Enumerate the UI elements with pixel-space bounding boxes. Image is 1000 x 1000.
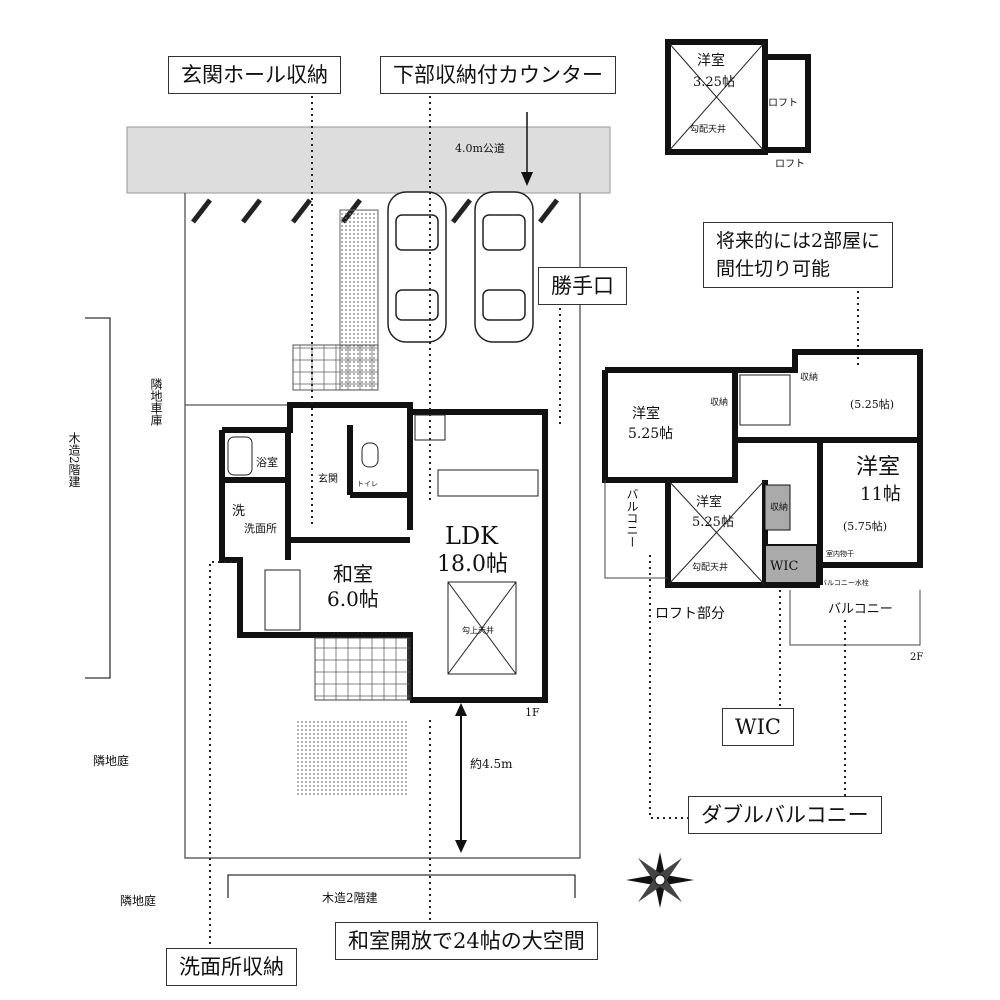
- room-main-size: 11帖: [860, 484, 901, 505]
- storage-label-2: 収納: [800, 371, 818, 383]
- floor1-label: 1F: [525, 706, 540, 719]
- terrace-deck: [314, 637, 411, 701]
- neighbor-garage-label: 隣地車庫: [149, 378, 163, 426]
- bath-label: 浴室: [256, 455, 278, 469]
- ldk-label: LDK: [445, 522, 499, 550]
- callout-double-balcony: ダブルバルコニー: [688, 796, 882, 834]
- car-2: [474, 191, 534, 343]
- callout-wic: WIC: [722, 708, 794, 746]
- washitsu-label: 和室: [333, 562, 373, 586]
- callout-entrance-storage: 玄関ホール収納: [168, 56, 341, 94]
- slope-ceiling-2f: 勾配天井: [692, 561, 728, 573]
- distance-label: 約4.5m: [470, 756, 513, 771]
- wic-label-2f: WIC: [770, 559, 798, 574]
- balcony-faucet-label: バルコニー水栓: [820, 578, 869, 587]
- raised-ceiling: [447, 581, 517, 675]
- genkan-label: 玄関: [318, 472, 338, 485]
- neighbor-house-left: [85, 317, 111, 679]
- balcony-right-label: バルコニー: [828, 602, 893, 617]
- loft-walls: [665, 39, 811, 155]
- balcony-left-rail: [604, 480, 668, 579]
- compass-icon: [626, 852, 694, 908]
- garden-gravel: [297, 720, 407, 795]
- ceiling-note: 勾上天井: [462, 625, 494, 635]
- porch-tiles: [292, 344, 379, 391]
- room-a-size: 5.25帖: [628, 426, 673, 442]
- callout-washroom-storage: 洗面所収納: [166, 948, 297, 986]
- kitchen-counter: [437, 469, 539, 497]
- indoor-dry-label: 室内物干: [826, 549, 854, 558]
- loft-slope-ceiling: 勾配天井: [690, 123, 726, 135]
- wash-short-label: 洗: [232, 504, 245, 519]
- room-main-sub: (5.75帖): [843, 520, 887, 533]
- public-road: [126, 126, 611, 194]
- room-a-label: 洋室: [632, 405, 660, 422]
- floor2-walls: [602, 349, 923, 588]
- toilet-fixture: [361, 442, 379, 468]
- neighbor-garden-bottom-label: 隣地庭: [120, 893, 156, 908]
- loft-part-label: ロフト部分: [655, 606, 725, 622]
- car-1: [387, 191, 447, 343]
- neighbor-house-bottom: [227, 874, 576, 898]
- loft-label-2: ロフト: [775, 159, 805, 170]
- loft-room-label: 洋室: [697, 52, 725, 69]
- storage-label-3: 収納: [770, 501, 788, 513]
- wic-room: [764, 544, 818, 584]
- neighbor-house-bottom-label: 木造2階建: [322, 890, 378, 905]
- loft-label-1: ロフト: [768, 98, 798, 109]
- washitsu-tatami: [264, 569, 301, 631]
- washitsu-size: 6.0帖: [327, 587, 379, 611]
- room-main-label: 洋室: [856, 455, 900, 480]
- balcony-left-label: バルコニー: [625, 488, 639, 548]
- neighbor-garden-left-label: 隣地庭: [93, 753, 129, 768]
- balcony-right-rail: [789, 590, 921, 646]
- ldk-size: 18.0帖: [437, 552, 508, 577]
- callout-counter: 下部収納付カウンター: [380, 56, 616, 94]
- toilet-label: トイレ: [357, 480, 378, 488]
- site-boundary: [184, 193, 581, 859]
- callout-open-space: 和室開放で24帖の大空間: [335, 922, 598, 960]
- washroom-label: 洗面所: [244, 522, 277, 535]
- room-c-size: 5.25帖: [692, 515, 734, 530]
- storage-label-1: 収納: [710, 396, 728, 408]
- room-b-label: (5.25帖): [850, 398, 894, 411]
- stair-2f: [739, 374, 791, 426]
- room-c-label: 洋室: [696, 494, 722, 510]
- storage-2f: [764, 484, 791, 531]
- bathtub: [227, 436, 253, 476]
- callout-side-door: 勝手口: [538, 267, 627, 305]
- loft-room-size: 3.25帖: [693, 75, 735, 90]
- floor2-label: 2F: [910, 652, 923, 663]
- callout-future-partition: 将来的には2部屋に 間仕切り可能: [703, 222, 894, 288]
- neighbor-house-left-label: 木造2階建: [67, 432, 81, 488]
- road-label: 4.0m公道: [455, 141, 505, 155]
